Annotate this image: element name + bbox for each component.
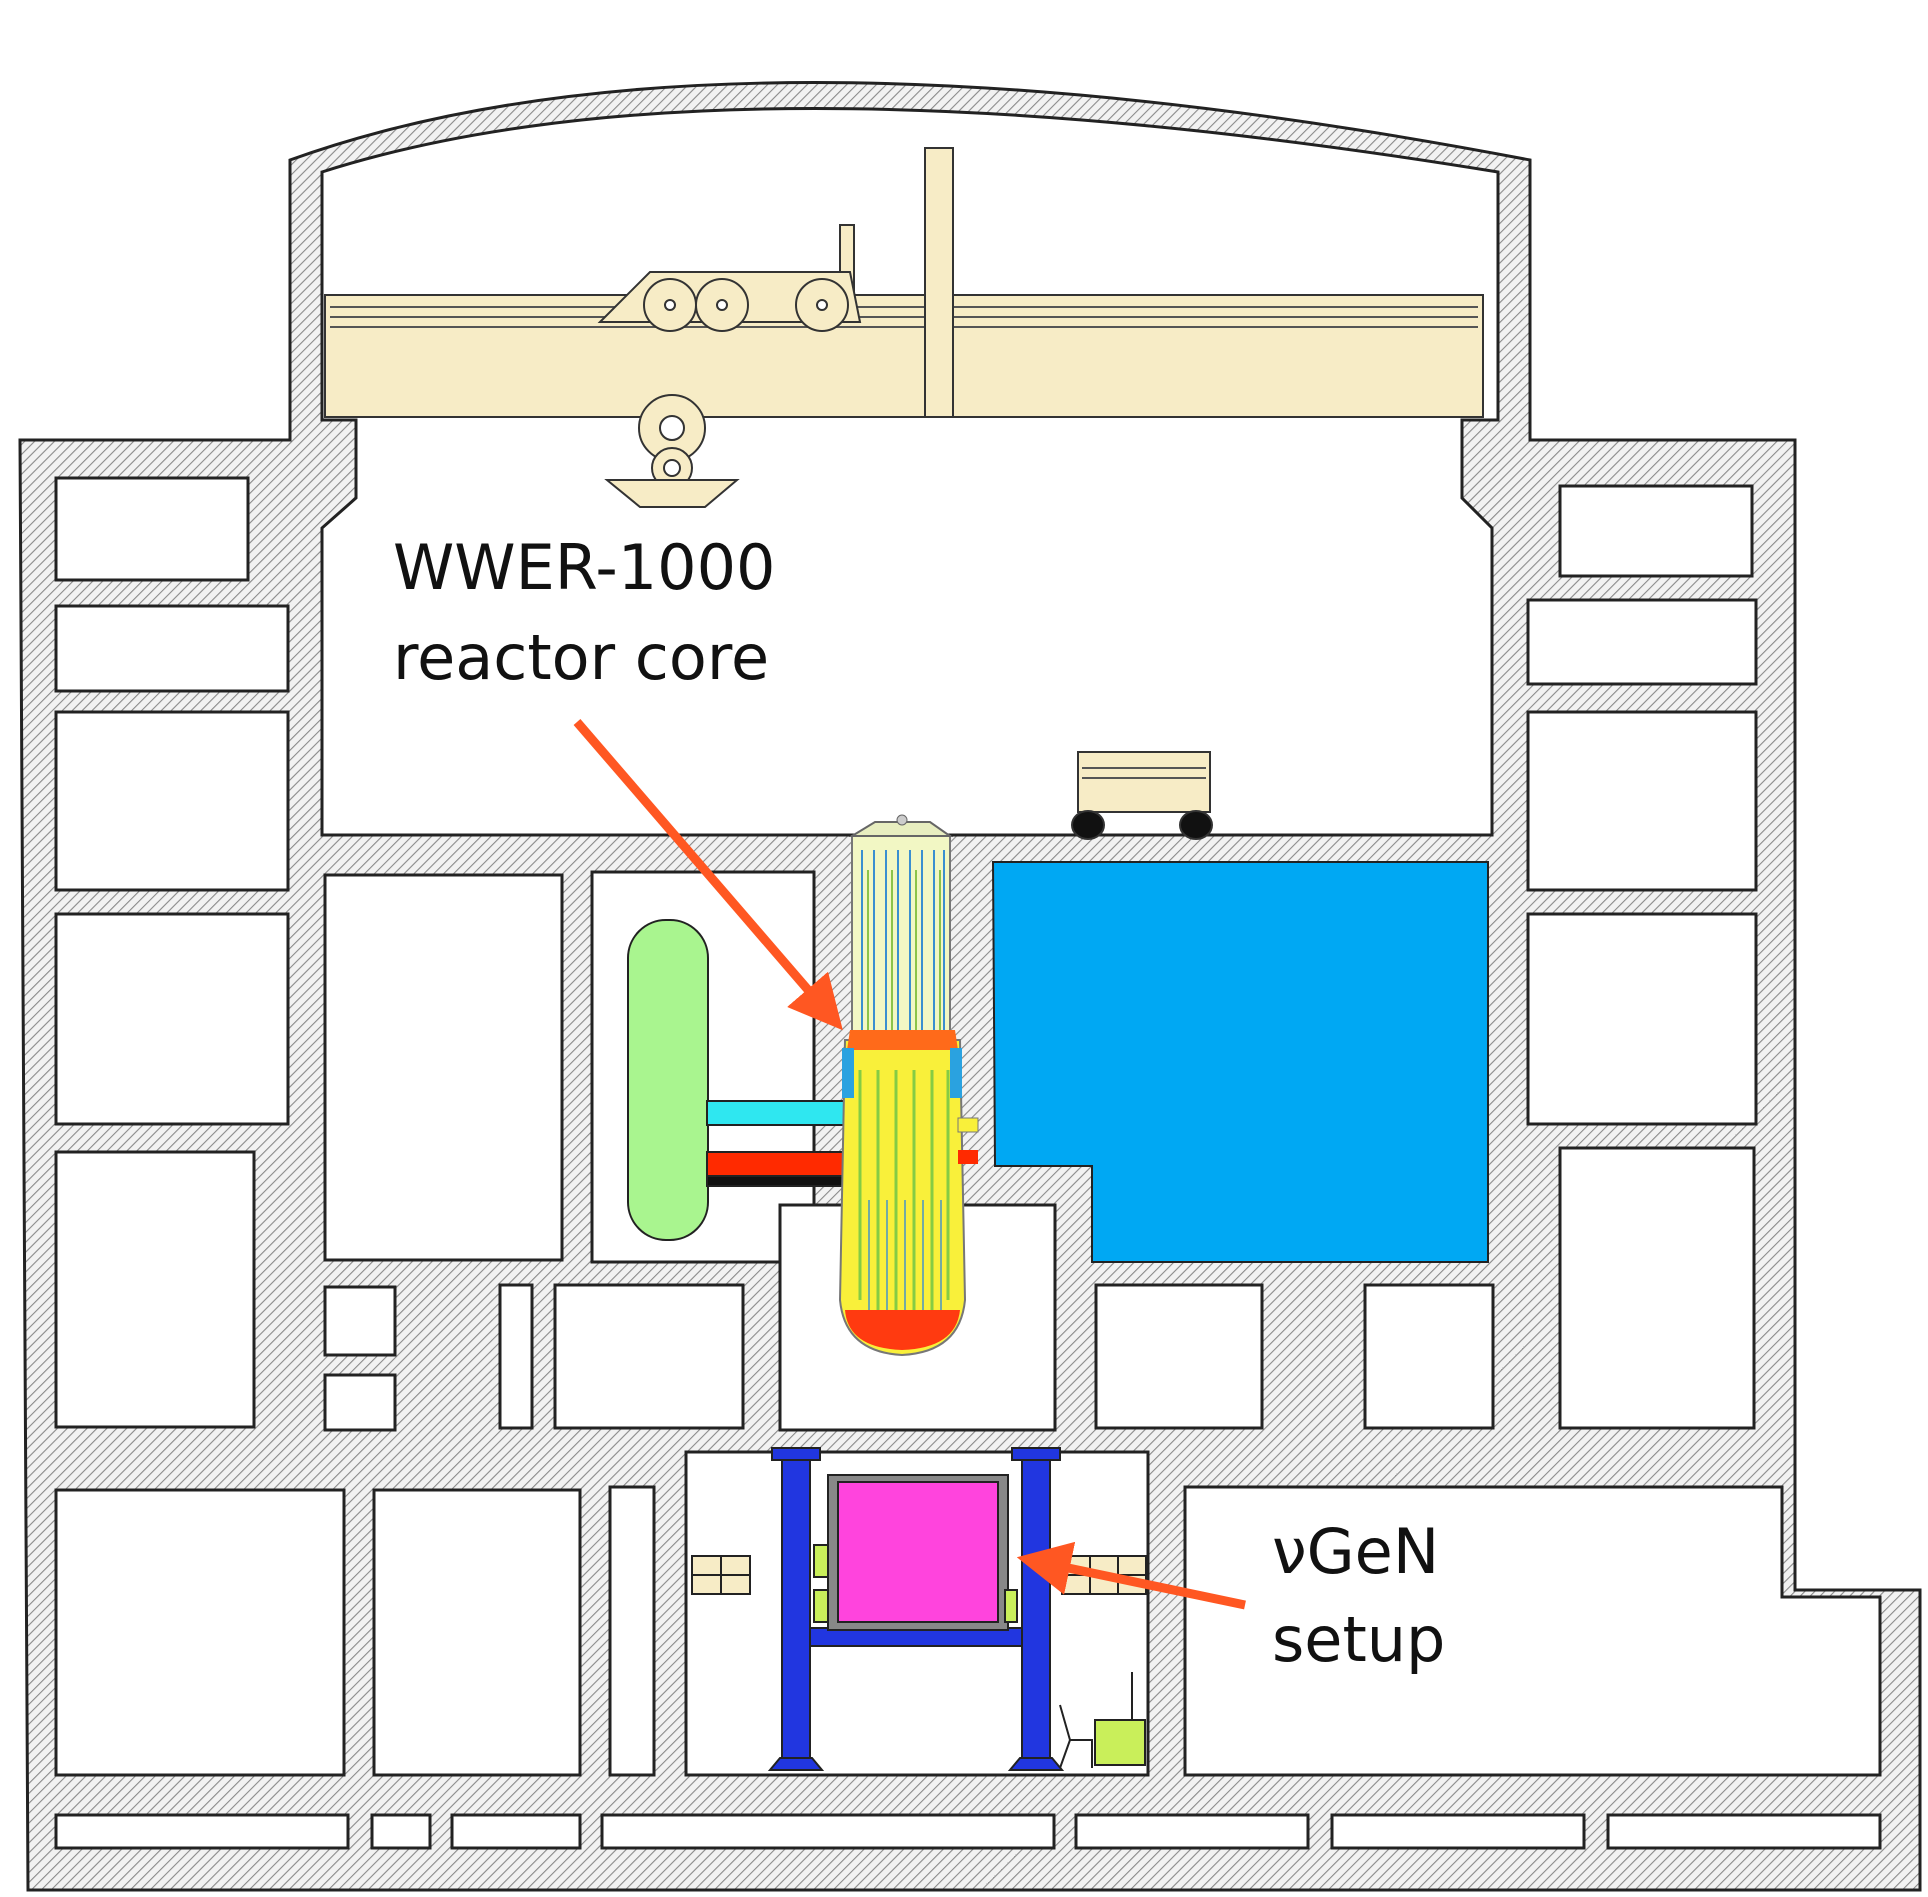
crane-hook-block [604,479,740,508]
steam-generator [627,919,709,1241]
room-basement-2 [372,1488,582,1777]
room-inner-i [1363,1283,1495,1430]
channel-6 [1330,1813,1586,1850]
detector-label-line2: setup [1272,1603,1446,1676]
hot-leg-pipe [706,1151,848,1177]
steam-generator-loop [627,919,848,1241]
shield-column-left [781,1451,811,1771]
channel-5 [1074,1813,1310,1850]
channel-1 [54,1813,350,1850]
room-right-4 [1526,912,1758,1126]
polar-crane [324,147,1484,508]
reactor-label-line1: WWER-1000 [393,531,776,604]
shield-column-right [1021,1451,1051,1771]
room-basement-right [1183,1485,1882,1777]
room-right-2 [1526,598,1758,686]
detector-body [837,1481,999,1623]
reactor-vessel [838,814,979,1357]
spent-fuel-pool [991,861,1489,1263]
transport-cart [1071,751,1213,840]
room-inner-a [323,873,564,1262]
room-right-3 [1526,710,1758,892]
channel-7 [1606,1813,1882,1850]
room-inner-h [1094,1283,1264,1430]
detector-arrow [1016,1541,1246,1610]
reactor-label-line2: reactor core [393,621,770,694]
channel-4 [600,1813,1056,1850]
detector-setup [691,1447,1147,1771]
crane-mast [924,147,954,418]
room-left-5 [54,1150,256,1429]
room-right-1 [1558,484,1754,578]
room-basement-1 [54,1488,346,1777]
room-inner-f [553,1283,745,1430]
building-walls [18,81,1922,1892]
room-left-3 [54,710,290,892]
room-basement-3 [608,1485,656,1777]
cold-leg-pipe [706,1100,848,1126]
reactor-pressure-vessel-body [838,1039,967,1357]
room-left-1 [54,476,250,582]
channel-3 [450,1813,582,1850]
room-left-2 [54,604,290,693]
channel-2 [370,1813,432,1850]
room-inner-c [323,1285,397,1357]
room-inner-d [323,1373,397,1432]
room-inner-e [498,1283,534,1430]
equipment-rack [1094,1719,1146,1766]
detector-label-line1: νGeN [1272,1515,1440,1588]
reactor-arrow [573,719,843,1031]
room-right-5 [1558,1146,1756,1430]
room-left-4 [54,912,290,1126]
containment-interior [320,107,1500,837]
crane-girder [324,294,1484,418]
